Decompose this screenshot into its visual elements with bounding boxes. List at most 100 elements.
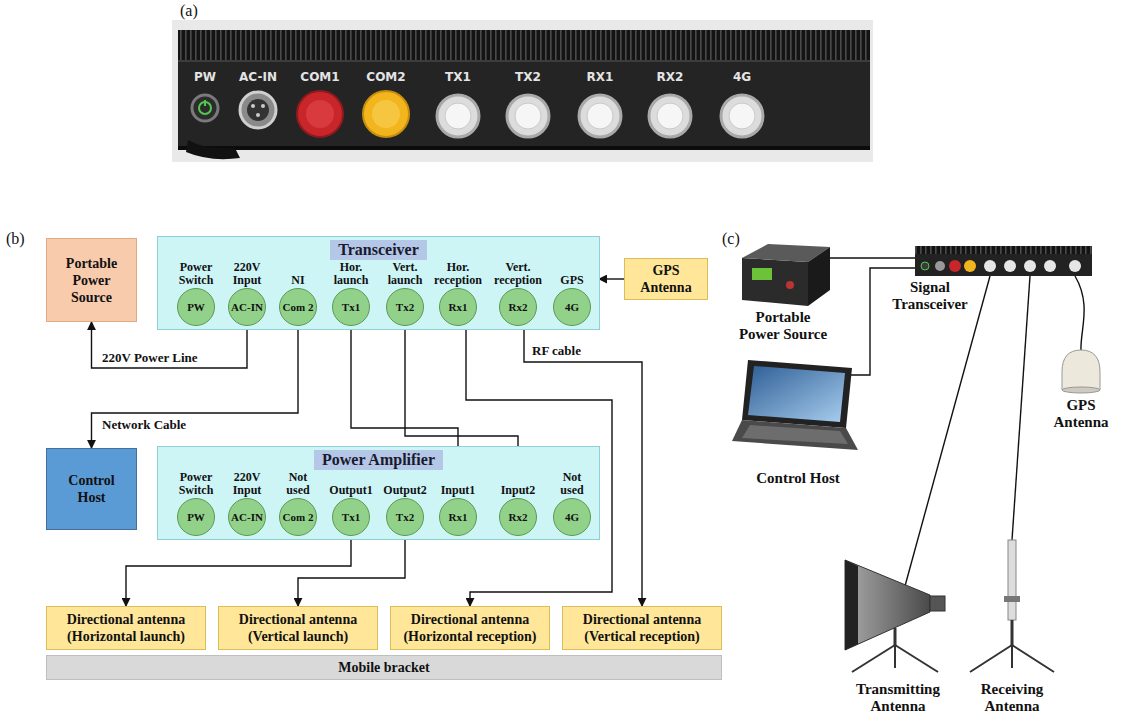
cable-line-part <box>830 257 915 258</box>
port-circle: Rx2 <box>499 498 537 536</box>
power-source-icon-part <box>808 247 830 306</box>
device-photo-part <box>729 103 755 129</box>
device-photo-part <box>372 100 400 128</box>
port-label: Hor. launch <box>324 261 378 287</box>
port-label: NI <box>291 274 304 287</box>
port-heading-cell: Power Switch <box>169 471 223 497</box>
port-print: 4G <box>712 70 772 84</box>
rod-antenna-icon-part <box>1008 540 1016 620</box>
port-name: Tx2 <box>396 511 414 523</box>
port-name: Tx1 <box>342 511 360 523</box>
gps-dome-icon-part <box>1062 350 1100 390</box>
port-label: Input2 <box>501 484 536 497</box>
transceiver-panel: TransceiverPower SwitchPW220V InputAC-IN… <box>157 236 600 330</box>
cable-line-part <box>905 276 990 586</box>
device-photo-part <box>178 146 870 150</box>
device-caption: GPS Antenna <box>1051 397 1111 431</box>
port-label: 220V Input <box>220 471 274 497</box>
laptop-icon-part <box>748 366 845 422</box>
port-node: Hor. launchTx1 <box>324 261 378 326</box>
port-node: Output1Tx1 <box>324 471 378 536</box>
port-label: Not used <box>278 471 318 497</box>
port-node: Not used4G <box>545 471 599 536</box>
port-node: 220V InputAC-IN <box>220 471 274 536</box>
transceiver-icon-part <box>964 260 976 272</box>
box-label: GPS Antenna <box>629 262 703 296</box>
device-photo-part <box>306 100 334 128</box>
power-source-icon-part <box>752 268 772 280</box>
horn-antenna-icon-part-part <box>895 645 938 672</box>
device-photo-part <box>445 103 471 129</box>
box-label: Mobile bracket <box>338 659 429 676</box>
device-photo-part <box>178 60 870 148</box>
power-source-icon-part <box>786 281 794 289</box>
cable-connector <box>599 278 624 279</box>
device-caption: Receiving Antenna <box>967 681 1057 715</box>
port-print: PW <box>175 70 235 84</box>
port-label: Vert. launch <box>378 261 432 287</box>
port-circle: 4G <box>553 498 591 536</box>
panel-title: Transceiver <box>330 240 427 260</box>
port-heading-cell: Hor. reception <box>431 261 485 287</box>
horn-antenna-icon <box>845 560 945 672</box>
rod-antenna-icon-part-part <box>1012 645 1054 672</box>
port-node: Vert. launchTx2 <box>378 261 432 326</box>
box-label: Directional antenna (Horizontal launch) <box>51 611 201 645</box>
cable-label: RF cable <box>530 343 583 358</box>
port-heading-cell: Input2 <box>491 471 545 497</box>
port-circle: Tx2 <box>386 498 424 536</box>
port-name: PW <box>187 511 205 523</box>
power-source-icon-part <box>742 258 808 306</box>
panel-title-row: Power Amplifier <box>158 450 599 470</box>
gps-dome-icon-part <box>1062 387 1100 393</box>
port-circle: Tx1 <box>332 498 370 536</box>
transceiver-icon-part <box>915 246 1092 254</box>
port-circle: Rx1 <box>439 498 477 536</box>
port-node: NICom 2 <box>271 261 325 326</box>
transceiver-icon-part <box>1069 260 1081 272</box>
port-heading-cell: Output1 <box>324 471 378 497</box>
port-print: TX1 <box>428 70 488 84</box>
device-photo-part <box>649 95 691 137</box>
port-heading-cell: Not used <box>278 471 318 497</box>
transceiver-icon-part <box>949 260 961 272</box>
power-amplifier-panel: Power AmplifierPower SwitchPW 220V InputA… <box>157 446 600 540</box>
port-heading-cell: Vert. reception <box>491 261 545 287</box>
panel-title-row: Transceiver <box>158 240 599 260</box>
port-label: Power Switch <box>169 471 223 497</box>
port-circle: Tx2 <box>386 288 424 326</box>
port-name: AC-IN <box>231 511 263 523</box>
horn-antenna-icon-part-part <box>894 645 896 668</box>
port-name: Com 2 <box>283 511 314 523</box>
laptop-icon <box>732 360 858 450</box>
port-circle: Tx1 <box>332 288 370 326</box>
cable-label: Network Cable <box>100 417 188 432</box>
port-print: RX1 <box>570 70 630 84</box>
antenna-box: Directional antenna (Vertical reception) <box>562 606 722 650</box>
transceiver-icon <box>915 246 1092 276</box>
panel-title: Power Amplifier <box>314 450 443 470</box>
port-name: AC-IN <box>231 301 263 313</box>
rod-antenna-icon <box>970 540 1054 672</box>
device-caption: Signal Transceiver <box>885 279 975 313</box>
port-node: Output2Tx2 <box>378 471 432 536</box>
port-heading-cell: NI <box>271 261 325 287</box>
port-print: RX2 <box>640 70 700 84</box>
panel-letter: (c) <box>722 230 752 248</box>
transceiver-icon-part <box>984 260 996 272</box>
port-circle: Rx1 <box>439 288 477 326</box>
port-node: Input1Rx1 <box>431 471 485 536</box>
horn-antenna-icon-part <box>894 628 897 645</box>
port-node: Vert. receptionRx2 <box>491 261 545 326</box>
port-circle: AC-IN <box>228 288 266 326</box>
device-photo-part <box>515 103 541 129</box>
port-heading-cell: Output2 <box>378 471 432 497</box>
port-label: Hor. reception <box>431 261 485 287</box>
port-heading-cell: Vert. launch <box>378 261 432 287</box>
laptop-icon-part <box>742 425 848 444</box>
panel-letter: (a) <box>180 2 210 20</box>
port-name: Tx2 <box>396 301 414 313</box>
power-source-box: Portable Power Source <box>46 238 137 322</box>
rod-antenna-icon-part <box>970 645 1054 672</box>
